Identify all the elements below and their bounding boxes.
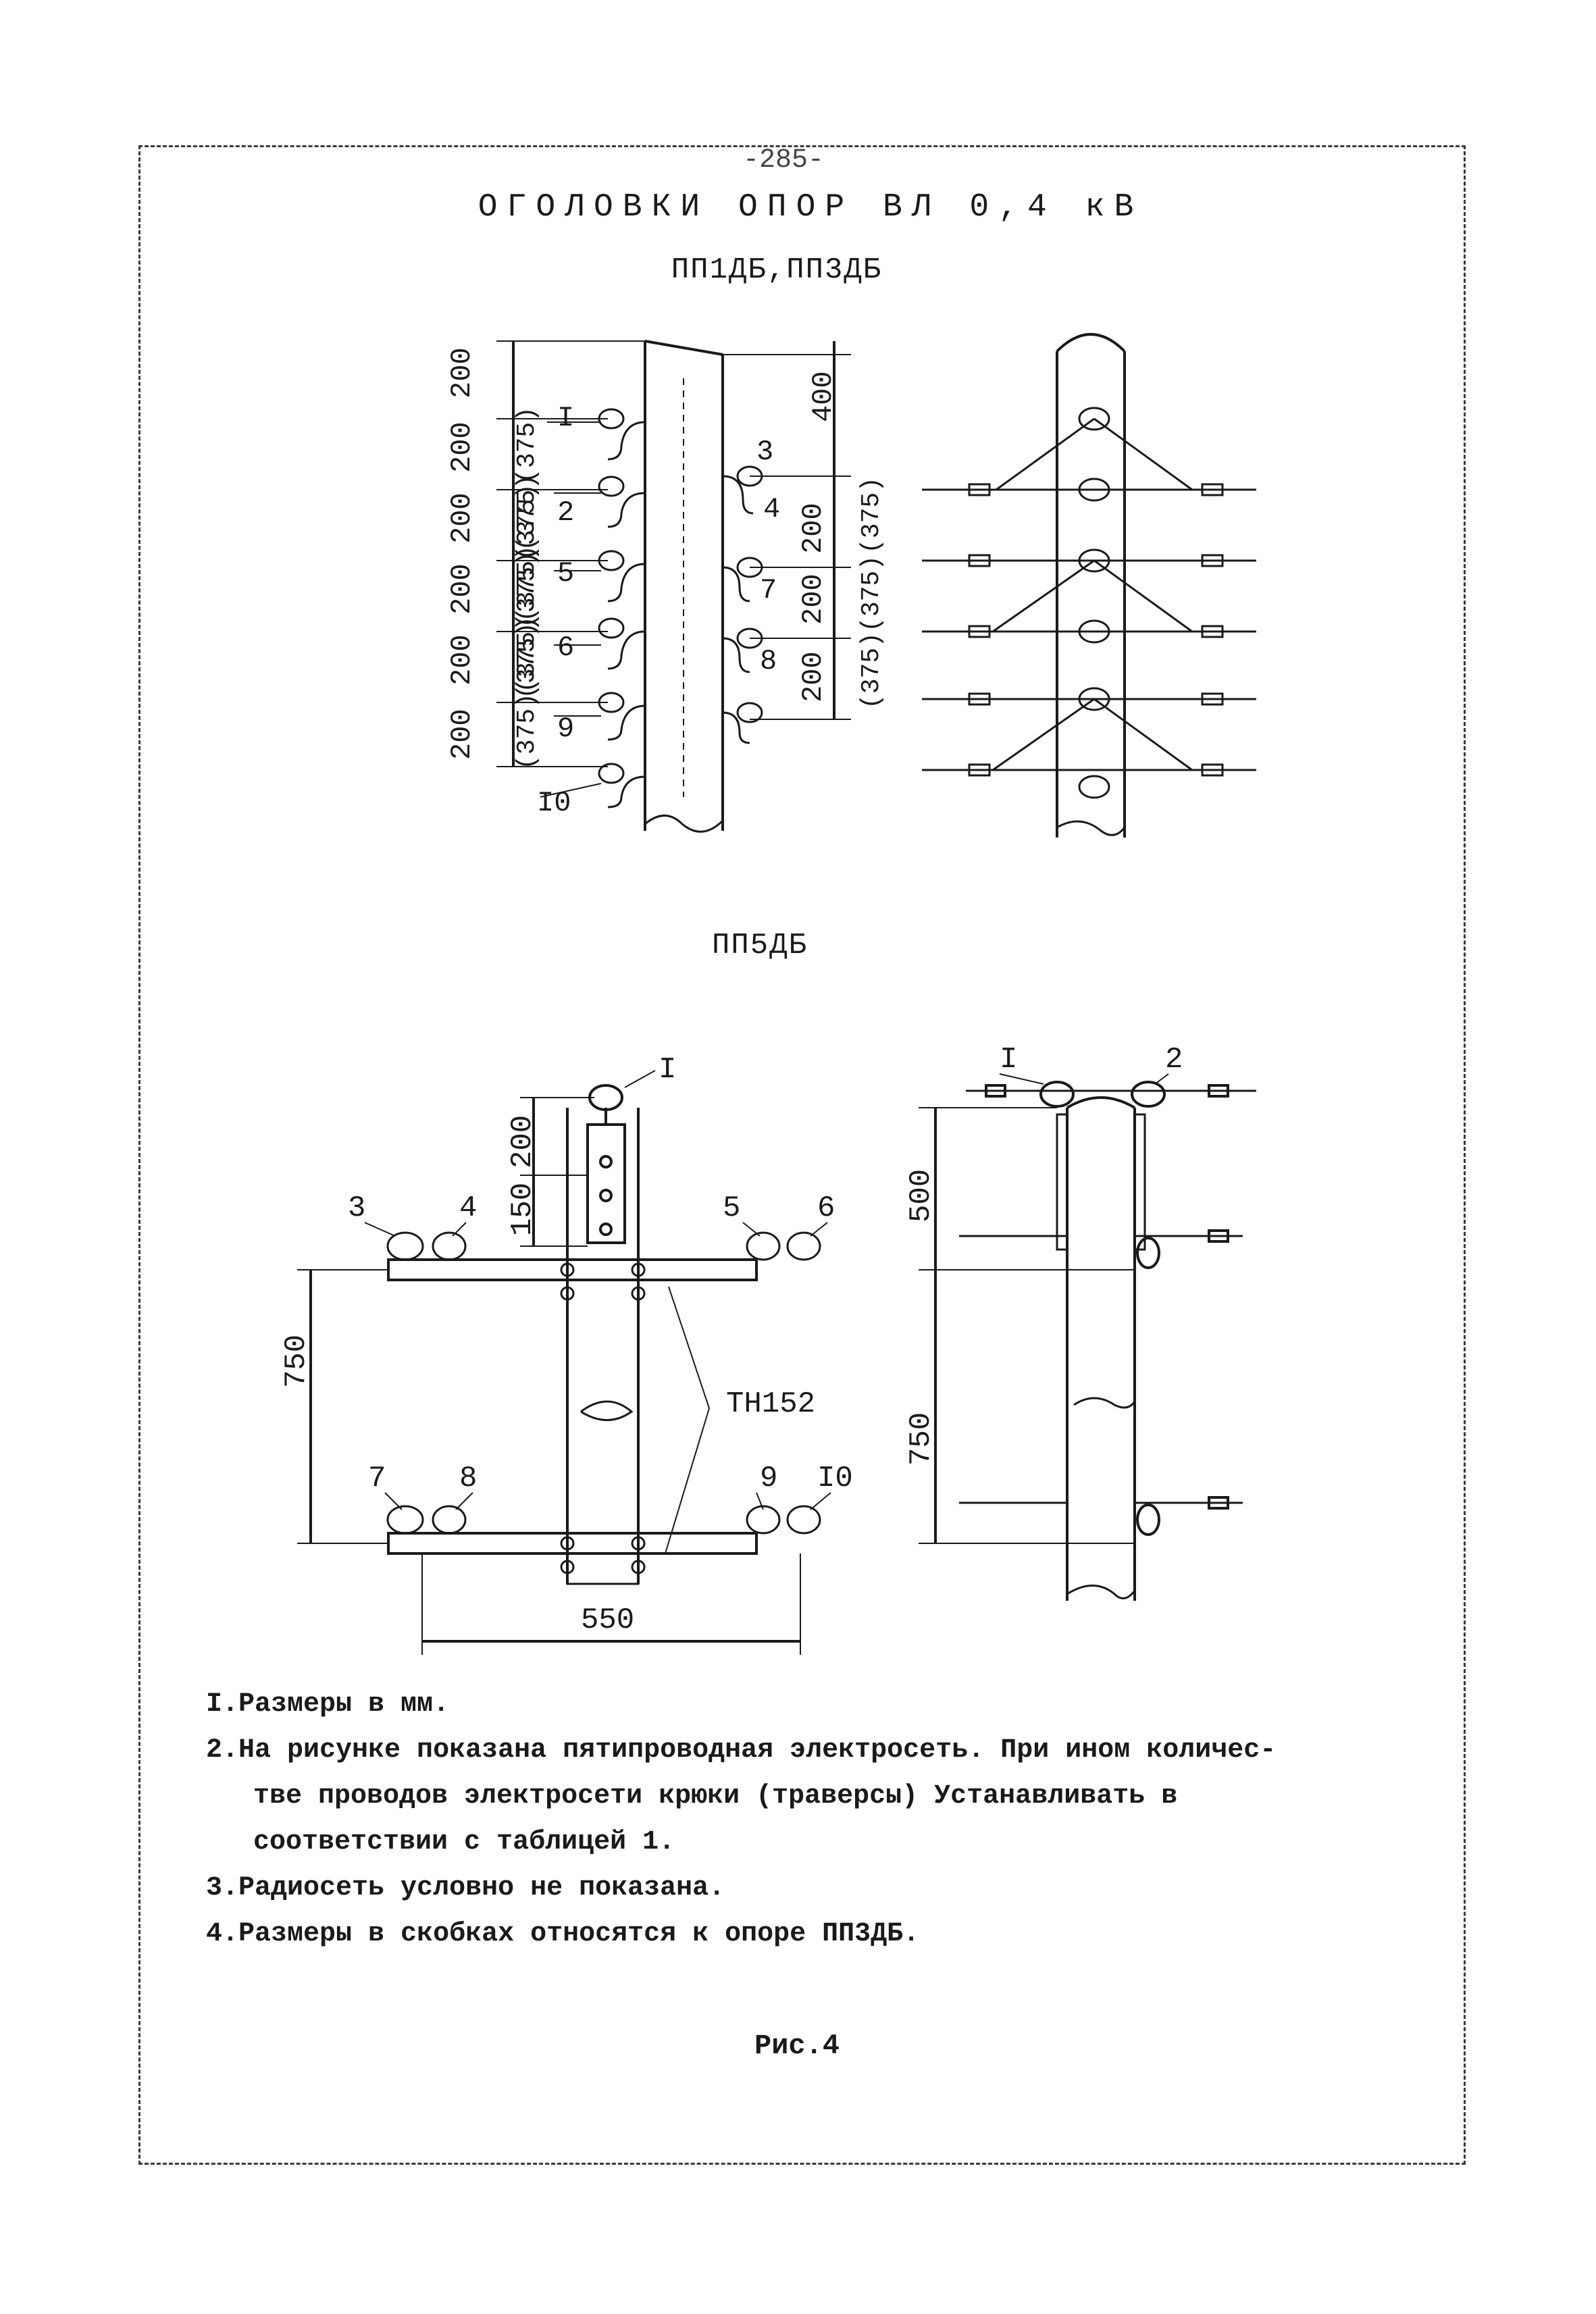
label-top-I: I — [659, 1053, 676, 1087]
dim-left-6: 200 — [446, 709, 478, 760]
dim-left-1: 200 — [446, 347, 478, 398]
bottom-right-side-view — [919, 1073, 1256, 1601]
subtitle-top: ПП1ДБ,ПП3ДБ — [671, 253, 883, 287]
dim-right-paren-2: (375)(375) — [857, 555, 886, 709]
hook-label-3: 3 — [756, 436, 773, 468]
crossarm-label-3: 3 — [348, 1191, 365, 1225]
dim-750-left: 750 — [280, 1335, 313, 1388]
dim-right-1: 400 — [807, 371, 840, 422]
dim-left-paren-3: (375)(375) — [513, 545, 542, 699]
notes-list: I.Размеры в мм. 2.На рисунке показана пя… — [206, 1682, 1462, 1957]
crossarm-label-7: 7 — [368, 1462, 386, 1495]
hook-label-1: I — [557, 402, 574, 434]
dim-right-3: 200 — [797, 573, 829, 625]
dim-500: 500 — [904, 1169, 938, 1223]
dim-left-paren-2: (375)(375) — [513, 474, 542, 628]
hook-label-9: 9 — [557, 713, 574, 745]
top-right-pole-view — [922, 333, 1256, 838]
hook-label-10: I0 — [537, 787, 571, 819]
note-2: 2.На рисунке показана пятипроводная элек… — [206, 1728, 1462, 1866]
dim-left-paren-1: (375)(375) — [513, 407, 542, 561]
dim-left-3: 200 — [446, 492, 478, 544]
page-number: -285- — [743, 145, 825, 176]
dim-left-2: 200 — [446, 421, 478, 473]
note-text-continued: соответствии с таблицей 1. — [253, 1827, 675, 1857]
note-text: Размеры в скобках относятся к опоре ПП3Д… — [238, 1919, 920, 1949]
dim-750-right: 750 — [904, 1412, 938, 1466]
note-1: I.Размеры в мм. — [206, 1682, 1462, 1728]
note-4: 4.Размеры в скобках относятся к опоре ПП… — [206, 1911, 1462, 1957]
page-frame — [138, 145, 1466, 2165]
hook-label-8: 8 — [760, 645, 777, 677]
note-text-continued: тве проводов электросети крюки (траверсы… — [253, 1781, 1178, 1811]
crossarm-label-5: 5 — [723, 1191, 740, 1225]
subtitle-bottom: ПП5ДБ — [711, 929, 808, 962]
page-title: ОГОЛОВКИ ОПОР ВЛ 0,4 кВ — [478, 189, 1143, 226]
note-number: 3. — [206, 1873, 239, 1903]
dim-150: 150 — [506, 1183, 540, 1236]
note-text: Радиосеть условно не показана. — [238, 1873, 725, 1903]
crossarm-label-6: 6 — [817, 1191, 835, 1225]
dim-right-paren-1: (375) — [857, 477, 886, 554]
dim-550: 550 — [581, 1603, 634, 1637]
crossarm-label-9: 9 — [760, 1462, 777, 1495]
note-number: I. — [206, 1689, 239, 1720]
note-number: 4. — [206, 1919, 239, 1949]
dim-right-4: 200 — [797, 651, 829, 702]
side-label-I: I — [1000, 1043, 1017, 1077]
figure-caption: Рис.4 — [754, 2030, 840, 2062]
hook-label-5: 5 — [557, 557, 574, 590]
hook-label-2: 2 — [557, 496, 574, 529]
note-text: На рисунке показана пятипроводная электр… — [238, 1735, 1277, 1766]
note-3: 3.Радиосеть условно не показана. — [206, 1866, 1462, 1911]
bottom-left-crossarm-view — [297, 1070, 831, 1655]
dim-left-5: 200 — [446, 634, 478, 686]
note-number: 2. — [206, 1735, 239, 1766]
side-label-2: 2 — [1165, 1043, 1183, 1077]
crossarm-label-10: I0 — [817, 1462, 853, 1495]
hook-label-4: 4 — [763, 493, 780, 525]
crossarm-label-8: 8 — [459, 1462, 477, 1495]
hook-label-6: 6 — [557, 632, 574, 664]
top-left-pole-view — [496, 340, 851, 833]
note-text: Размеры в мм. — [238, 1689, 450, 1720]
dim-200: 200 — [506, 1115, 540, 1168]
dim-right-2: 200 — [797, 503, 829, 554]
bracket-label: ТН152 — [726, 1387, 815, 1421]
crossarm-label-4: 4 — [459, 1191, 477, 1225]
dim-left-4: 200 — [446, 563, 478, 615]
hook-label-7: 7 — [760, 574, 777, 607]
dim-left-paren-4: (375)(375) — [513, 616, 542, 770]
